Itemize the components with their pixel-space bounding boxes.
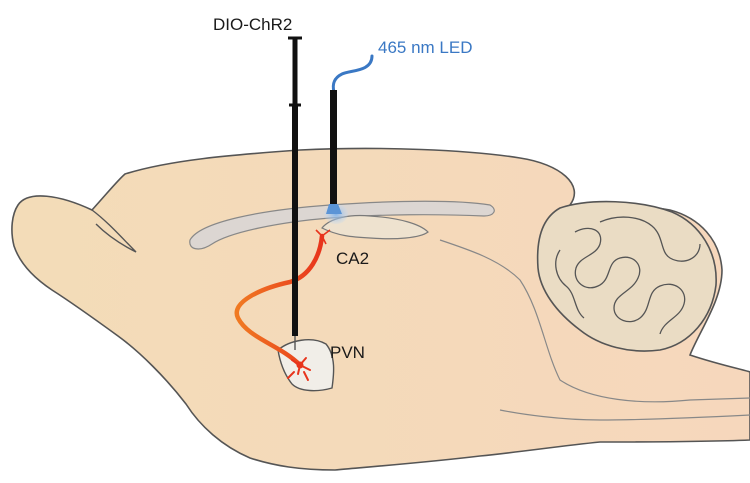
ca2-terminals: [315, 229, 331, 245]
label-pvn: PVN: [330, 343, 365, 362]
corpus-callosum: [189, 200, 495, 250]
injection-needle-icon: [288, 36, 302, 350]
brainstem-contour: [439, 239, 750, 403]
olfactory-notch: [91, 209, 137, 253]
pvn-neuron-cluster: [287, 357, 311, 381]
brainstem-lower-contour: [499, 409, 750, 421]
pvn-region: [277, 339, 335, 392]
projection-fiber: [234, 233, 325, 368]
label-injection: DIO-ChR2: [213, 15, 292, 34]
label-light-source: 465 nm LED: [378, 38, 473, 57]
label-ca2: CA2: [336, 249, 369, 268]
cerebellum: [536, 200, 717, 352]
hippocampus: [321, 214, 429, 240]
optic-fiber-icon: [326, 54, 374, 214]
